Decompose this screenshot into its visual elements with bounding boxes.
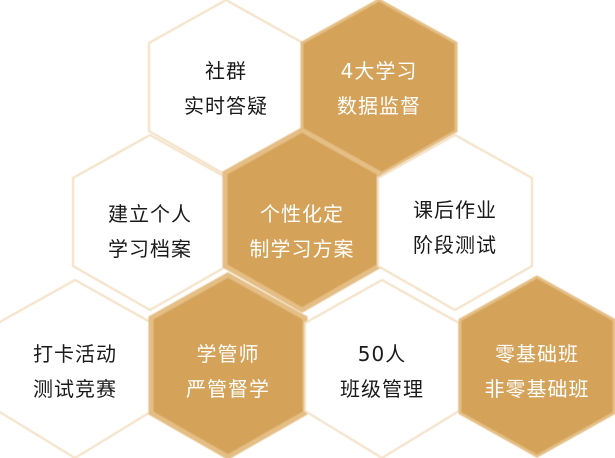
hex-label-line: 建立个人 <box>108 202 192 226</box>
hex-community-qa: 社群 实时答疑 <box>151 54 301 124</box>
hex-homework-tests-shape <box>377 133 533 312</box>
hex-tutor-supervision: 学管师 严管督学 <box>153 337 303 407</box>
hex-label-line: 数据监督 <box>337 94 421 118</box>
hex-label-line: 课后作业 <box>413 198 497 222</box>
hex-personal-profile: 建立个人 学习档案 <box>75 197 225 267</box>
hex-class-management: 50人 班级管理 <box>307 337 457 407</box>
hex-personalized-plan: 个性化定 制学习方案 <box>227 197 377 267</box>
hex-label-line: 学习档案 <box>108 237 192 261</box>
hex-label-line: 50人 <box>357 342 407 366</box>
hex-label-line: 班级管理 <box>340 377 424 401</box>
hex-level-classes-shape <box>458 275 615 458</box>
hex-label-line: 零基础班 <box>495 342 579 366</box>
hex-label-line: 制学习方案 <box>249 237 355 261</box>
hex-label-line: 非零基础班 <box>484 377 590 401</box>
hex-homework-tests: 课后作业 阶段测试 <box>380 193 530 263</box>
hex-data-monitoring: 4大学习 数据监督 <box>304 54 454 124</box>
hex-label-line: 实时答疑 <box>184 94 268 118</box>
hex-checkin-contests: 打卡活动 测试竞赛 <box>0 337 150 407</box>
hex-label-line: 测试竞赛 <box>33 377 117 401</box>
hex-personalized-plan-shape <box>222 127 382 313</box>
hex-label-line: 4大学习 <box>340 59 418 83</box>
hex-tutor-supervision-shape <box>148 272 308 458</box>
hex-label-line: 严管督学 <box>186 377 270 401</box>
hex-label-line: 个性化定 <box>260 202 344 226</box>
hex-label-line: 阶段测试 <box>413 233 497 257</box>
hex-label-line: 打卡活动 <box>33 342 117 366</box>
hex-label-line: 学管师 <box>196 342 260 366</box>
hex-level-classes: 零基础班 非零基础班 <box>462 337 612 407</box>
hex-label-line: 社群 <box>205 59 247 83</box>
